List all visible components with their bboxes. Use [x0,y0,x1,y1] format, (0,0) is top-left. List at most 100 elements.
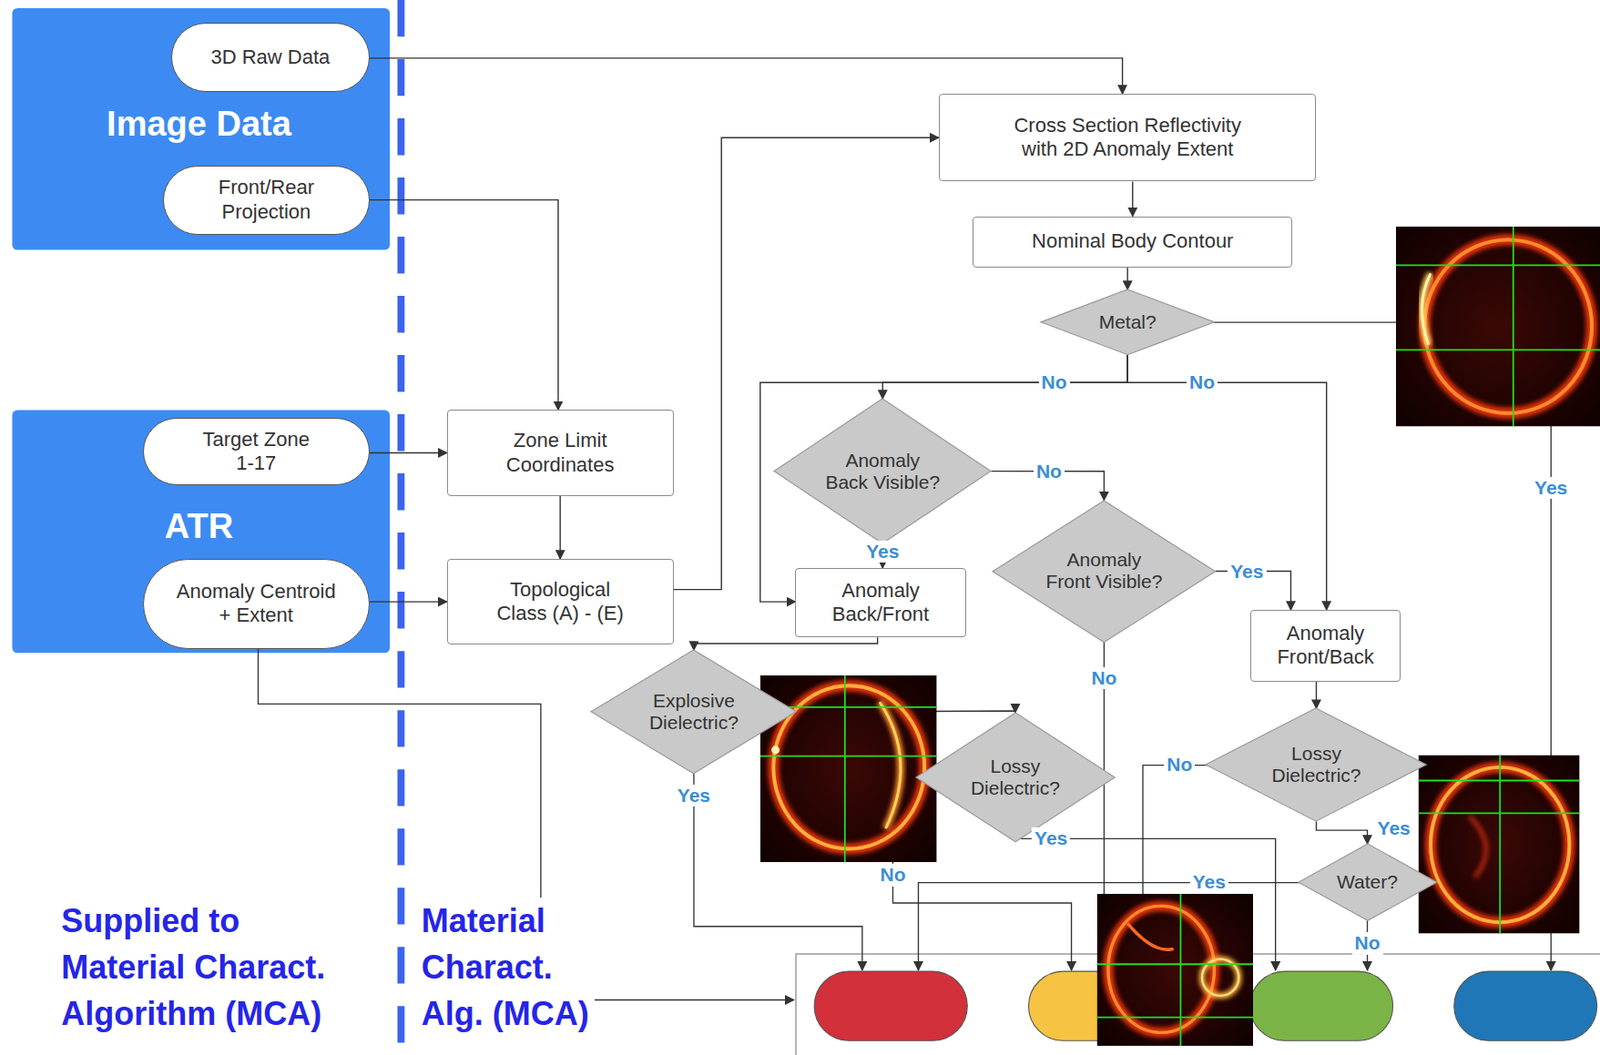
flow-connector [369,601,448,602]
crosshair-line [1418,780,1580,783]
flow-connector [369,200,559,411]
body-ring [1108,906,1215,1033]
data-pill: Front/Rear Projection [163,165,369,235]
anomaly-mark [879,702,901,829]
note-label: Material Charact. Alg. (MCA) [421,897,595,1038]
branch-label: No [1039,371,1071,394]
anomaly-mark [1127,923,1173,950]
diamond-shape [1040,289,1214,356]
node-label: 3D Raw Data [211,45,331,70]
crosshair-line [1097,1017,1254,1020]
note-label: Supplied to Material Charact. Algorithm … [61,897,353,1038]
decision-diamond: Anomaly Front Visible? [992,500,1216,643]
branch-label: No [1163,754,1195,776]
branch-label: Yes [863,540,902,563]
diamond-shape [1205,708,1427,822]
anomaly-mark [1421,273,1431,345]
anomaly-glow [879,702,901,829]
diamond-shape [1298,844,1437,921]
scan-ground [1396,226,1600,428]
node-label: Front/Rear Projection [197,175,335,225]
node-label: Anomaly Centroid + Extent [172,580,341,629]
panel-title: Image Data [106,104,292,145]
branch-label: Yes [1375,817,1414,840]
flow-connector [882,355,1128,399]
diamond-shape [774,398,991,544]
process-box: Nominal Body Contour [972,216,1293,268]
crosshair-line [1396,264,1600,267]
flow-connector [559,496,561,560]
outcome-terminal [1250,971,1394,1041]
crosshair-line [844,675,846,863]
panel-title: ATR [164,507,234,548]
node-label: Metal? [1086,311,1169,334]
anomaly-glow [1469,816,1487,878]
node-label: Water? [1331,871,1405,894]
crosshair-line [760,755,938,758]
branch-label: Yes [1190,871,1229,894]
process-box: Cross Section Reflectivity with 2D Anoma… [938,93,1317,182]
body-ring-glow [773,685,925,849]
branch-label: No [876,864,908,887]
branch-label: No [1186,371,1218,394]
decision-diamond: Lossy Dielectric? [1205,708,1427,822]
node-label: Anomaly Back/Front [821,579,940,628]
scan-image [1396,226,1600,428]
diamond-shape [916,713,1115,843]
input-panel: ATR Target Zone 1-17Anomaly Centroid + Ex… [11,409,390,653]
data-pill: Anomaly Centroid + Extent [142,559,370,650]
node-label: Topological Class (A) - (E) [491,578,629,627]
node-label: Target Zone 1-17 [192,428,320,477]
panel-fill [11,410,390,654]
body-ring [773,685,925,849]
flow-connector [1126,267,1128,291]
flow-connector [1131,181,1133,216]
anomaly-dot [771,745,780,755]
data-pill: Target Zone 1-17 [142,417,370,486]
branch-label: No [1033,460,1065,483]
outcome-terminal [814,971,968,1041]
crosshair-line [1396,349,1600,352]
outcome-terminal [1454,971,1598,1041]
decision-diamond: Lossy Dielectric? [916,713,1115,843]
node-label: Nominal Body Contour [1031,229,1234,254]
scan-ground [1418,754,1580,934]
branch-label: No [1352,932,1384,955]
process-box: Zone Limit Coordinates [447,409,674,496]
node-label: Anomaly Front Visible? [1043,549,1164,593]
panel-fill [11,8,390,251]
scan-image [1097,894,1254,1047]
branch-label: Yes [1031,827,1071,850]
decision-diamond: Water? [1298,844,1437,921]
flow-connector [693,637,878,651]
decision-diamond: Metal? [1040,289,1214,356]
body-ring-glow [1108,906,1215,1033]
separator-line [397,0,405,1055]
process-box: Topological Class (A) - (E) [447,559,674,645]
branch-label: No [1088,667,1120,690]
diamond-shape [992,500,1216,643]
crosshair-line [1512,226,1515,428]
process-box: Anomaly Back/Front [794,568,966,638]
branch-label: Yes [674,784,714,807]
input-panel: Image Data 3D Raw DataFront/Rear Projecti… [11,8,390,251]
crosshair-line [1097,963,1254,966]
scan-ground [1097,894,1254,1047]
flow-connector [369,58,1123,94]
scan-image [1418,754,1580,934]
scan-ground [760,675,938,863]
process-box: Anomaly Front/Back [1250,610,1402,682]
crosshair-line [1498,754,1501,934]
node-label: Lossy Dielectric? [1265,743,1366,787]
diamond-shape [591,650,796,775]
node-label: Lossy Dielectric? [965,755,1066,800]
crosshair-line [1418,812,1580,815]
branch-label: Yes [1531,477,1570,500]
crosshair-line [1180,894,1183,1047]
flow-connector [369,452,448,454]
flow-connector [1315,821,1367,845]
decision-diamond: Anomaly Back Visible? [774,398,991,544]
node-label: Cross Section Reflectivity with 2D Anoma… [1004,113,1251,163]
node-label: Zone Limit Coordinates [496,428,624,478]
